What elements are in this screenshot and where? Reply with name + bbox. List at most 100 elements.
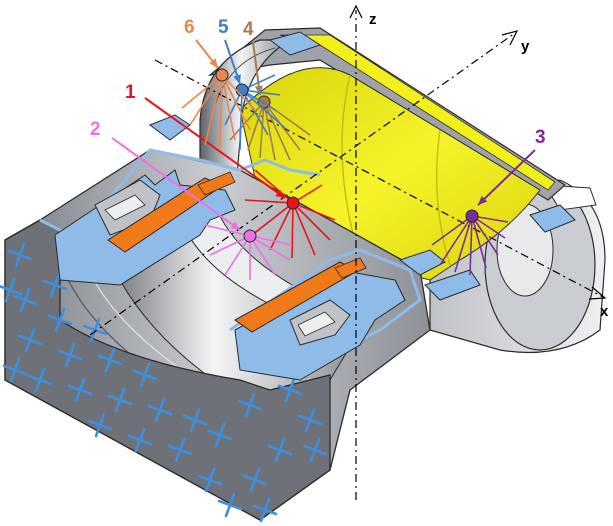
point-ray [241, 89, 286, 129]
cross-hatch-mark [147, 397, 173, 423]
cross-hatch-mark [127, 427, 153, 453]
arrow-head-icon [275, 189, 285, 198]
cross-hatch-mark [47, 307, 73, 333]
coordinate-axes [89, 4, 607, 500]
z-axis-label: z [369, 11, 377, 28]
x-axis-label: x [600, 303, 609, 320]
point-ray [292, 202, 316, 256]
point-ray [471, 215, 506, 239]
point-marker-5: 5 [218, 17, 286, 151]
pressure-points: 1 2 3 45 6 [90, 17, 546, 280]
z-axis-arrow-icon [349, 4, 363, 19]
point-ray [292, 202, 331, 241]
point-ray [221, 74, 236, 141]
leader-line [111, 137, 241, 231]
cross-hatch-mark [207, 422, 233, 448]
arrow-head-icon [230, 221, 240, 230]
point-ray [471, 215, 487, 269]
cross-hatch-mark [242, 467, 268, 493]
x-axis-arrow-icon [588, 286, 607, 300]
point-dot-icon [235, 83, 249, 97]
cross-hatch-mark [237, 392, 263, 418]
point-ray [292, 202, 336, 221]
point-label-2: 2 [90, 119, 101, 140]
point-label-5: 5 [218, 17, 229, 38]
point-ray [229, 101, 265, 141]
arrow-head-icon [478, 195, 488, 205]
point-ray [204, 224, 251, 237]
section-face [0, 219, 331, 523]
point-ray [263, 101, 291, 161]
point-label-1: 1 [125, 82, 136, 103]
cross-hatch-mark [12, 287, 38, 313]
cross-hatch-mark [252, 497, 278, 523]
point-label-6: 6 [184, 17, 195, 38]
point-ray [259, 101, 265, 159]
point-marker-1: 1 [125, 82, 336, 259]
point-ray [249, 235, 276, 276]
cross-hatch-mark [217, 492, 243, 518]
cross-hatch-mark [57, 342, 83, 368]
cross-hatch-mark [277, 377, 303, 403]
point-ray [254, 169, 294, 204]
cross-hatch-icon [0, 242, 328, 523]
point-ray [469, 215, 473, 276]
cross-hatch-mark [197, 467, 223, 493]
cross-hatch-mark [297, 407, 323, 433]
point-ray [431, 215, 473, 246]
point-ray [249, 235, 291, 261]
cross-hatch-mark [17, 327, 43, 353]
point-dot-icon [286, 196, 300, 210]
point-ray [439, 215, 473, 266]
cross-hatch-mark [82, 317, 108, 343]
cross-hatch-mark [0, 277, 23, 303]
point-ray [251, 202, 294, 236]
y-axis-arrow-icon [501, 30, 519, 46]
cross-hatch-mark [302, 437, 328, 463]
point-ray [291, 202, 294, 259]
cross-hatch-mark [27, 367, 53, 393]
arrow-head-icon [209, 58, 218, 68]
arrow-head-icon [254, 85, 263, 95]
point-ray [219, 74, 223, 151]
cross-hatch-mark [267, 437, 293, 463]
point-dot-icon [215, 68, 229, 82]
point-ray [247, 101, 265, 151]
point-ray [249, 235, 293, 246]
leader-line [477, 149, 536, 206]
point-ray [244, 199, 294, 204]
point-marker-2: 2 [90, 119, 293, 280]
cross-hatch-mark [182, 407, 208, 433]
point-ray [209, 235, 251, 256]
cross-hatch-mark [132, 362, 158, 388]
arrow-head-icon [233, 74, 241, 84]
point-marker-6: 6 [181, 17, 256, 151]
point-ray [454, 215, 473, 273]
point-ray [221, 74, 251, 131]
point-marker-3: 3 [431, 127, 546, 276]
point-ray [221, 74, 256, 111]
point-label-4: 4 [243, 19, 254, 40]
point-ray [204, 74, 223, 146]
point-ray [269, 202, 294, 251]
point-ray [189, 74, 223, 126]
cross-hatch-mark [42, 272, 68, 298]
point-ray [239, 89, 243, 151]
cross-hatch-mark [2, 357, 28, 383]
y-axis-label: y [521, 38, 530, 55]
leader-line [144, 97, 286, 199]
y-axis-line [89, 32, 516, 336]
cross-hatch-mark [87, 412, 113, 438]
x-axis-line [154, 59, 604, 298]
point-ray [224, 235, 251, 276]
point-ray [471, 215, 499, 256]
point-ray [181, 74, 223, 109]
cross-hatch-mark [67, 377, 93, 403]
cross-hatch-mark [107, 387, 133, 413]
cross-hatch-mark [7, 242, 33, 268]
point-ray [241, 89, 269, 136]
point-label-3: 3 [535, 127, 546, 148]
point-dot-icon [243, 229, 257, 243]
